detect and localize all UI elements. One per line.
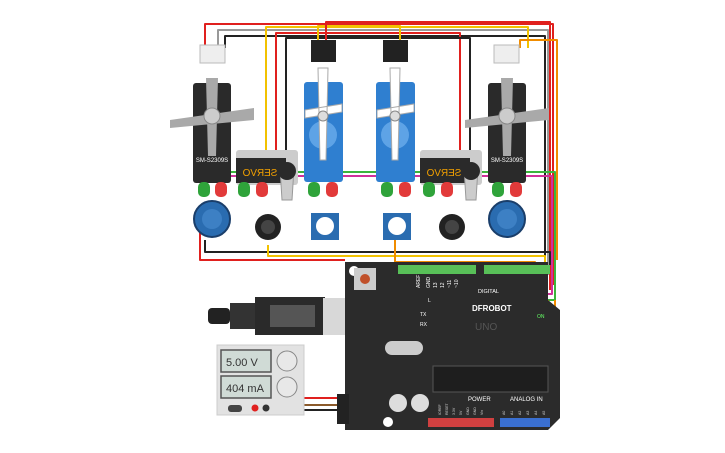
trimmer-potentiometer-1[interactable] — [311, 213, 339, 240]
atmega-chip — [432, 365, 549, 393]
pin-label: A4 — [534, 411, 538, 415]
positive-terminal[interactable] — [251, 404, 259, 412]
rx-label: RX — [420, 322, 428, 328]
digital-label: DIGITAL — [478, 289, 499, 295]
knob-potentiometer-left[interactable] — [255, 214, 281, 240]
on-label: ON — [537, 314, 545, 320]
servo-model-label: SM-S2309S — [196, 158, 228, 164]
power-switch[interactable] — [228, 405, 242, 412]
pin-label: AREF — [416, 275, 422, 288]
negative-terminal[interactable] — [262, 404, 270, 412]
model-label: UNO — [475, 322, 497, 333]
voltage-knob[interactable] — [276, 350, 298, 372]
pin-label: A3 — [526, 411, 530, 415]
power-label: POWER — [468, 397, 491, 403]
servo-sm-s2309s-left[interactable]: SM-S2309S — [170, 78, 254, 183]
pin-label: IOREF — [438, 404, 442, 415]
capacitor — [389, 394, 407, 412]
arduino-uno-board[interactable]: AREF GND 13 12 ~11 ~10 DIGITAL L TX RX O… — [337, 262, 560, 430]
pin-label: GND — [466, 407, 470, 415]
servo-module-right[interactable]: SERVO — [420, 150, 482, 201]
analog-header[interactable] — [500, 418, 550, 427]
pin-label: GND — [426, 277, 432, 289]
led-l-label: L — [428, 298, 431, 304]
analog-label: ANALOG IN — [510, 397, 543, 403]
pin-label: Vin — [480, 410, 484, 415]
servo-module-label: SERVO — [242, 168, 277, 179]
tx-label: TX — [420, 312, 427, 318]
pin-label: 5V — [459, 410, 463, 415]
rotary-potentiometer-left[interactable] — [193, 200, 231, 238]
power-header[interactable] — [428, 418, 494, 427]
pin-label: A0 — [502, 411, 506, 415]
capacitor — [411, 394, 429, 412]
rotary-potentiometer-right[interactable] — [488, 200, 526, 238]
knob-potentiometer-right[interactable] — [439, 214, 465, 240]
servo-model-label: SM-S2309S — [491, 158, 523, 164]
current-display: 404 mA — [226, 383, 265, 395]
pin-label: A5 — [542, 411, 546, 415]
servo-connector-left — [199, 44, 226, 64]
pin-label: RESET — [445, 402, 449, 415]
trimmer-potentiometer-2[interactable] — [383, 213, 411, 240]
micro-servo-2[interactable] — [376, 67, 415, 182]
micro-servo-connector-1 — [311, 40, 336, 62]
voltage-display: 5.00 V — [226, 357, 258, 369]
pin-label: 13 — [433, 282, 439, 288]
micro-servo-connector-2 — [383, 40, 408, 62]
servo-module-left[interactable]: SERVO — [236, 150, 298, 201]
pin-label: A2 — [518, 411, 522, 415]
pin-label: GND — [473, 407, 477, 415]
servo-connector-right — [493, 44, 520, 64]
servo-sm-s2309s-right[interactable]: SM-S2309S — [465, 78, 549, 183]
power-supply[interactable]: 5.00 V 404 mA — [216, 344, 305, 416]
digital-header-1[interactable] — [398, 265, 476, 274]
digital-header-2[interactable] — [484, 265, 550, 274]
crystal — [385, 341, 423, 355]
current-knob[interactable] — [276, 376, 298, 398]
pin-label: ~11 — [447, 280, 453, 288]
pin-label: 3.3V — [452, 407, 456, 415]
pin-label: 12 — [440, 282, 446, 288]
pin-label: ~10 — [454, 279, 460, 288]
micro-servo-1[interactable] — [304, 67, 343, 182]
dc-jack[interactable] — [337, 394, 349, 424]
servo-module-label: SERVO — [426, 168, 461, 179]
pin-label: A1 — [510, 411, 514, 415]
brand-logo: DFROBOT — [472, 304, 512, 313]
leds — [198, 182, 522, 197]
